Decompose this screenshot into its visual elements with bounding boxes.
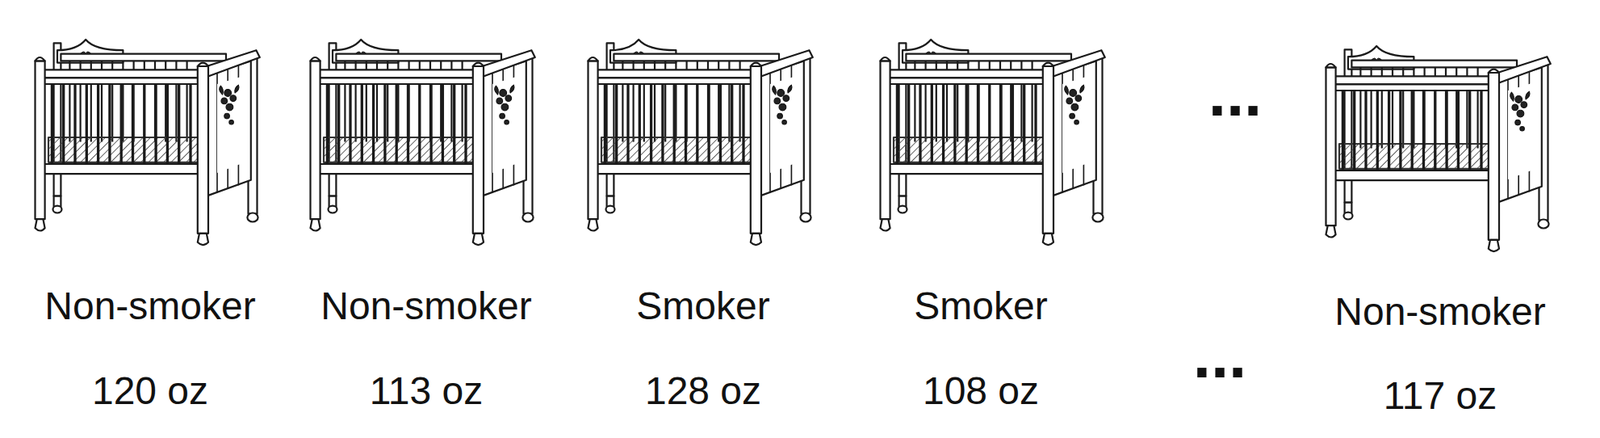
- smoking-status-label: Non-smoker: [44, 284, 256, 328]
- smoking-status-label: Non-smoker: [320, 284, 532, 328]
- smoking-status-label: Non-smoker: [1334, 290, 1546, 334]
- birth-weight-label: 113 oz: [369, 369, 484, 413]
- crib-drawing: [1326, 46, 1551, 252]
- ellipsis-mark: ...: [1208, 61, 1263, 126]
- birth-weight-label: 108 oz: [922, 369, 1039, 413]
- crib-drawing: [35, 39, 260, 245]
- crib-drawing: [880, 39, 1106, 245]
- smoking-status-label: Smoker: [913, 284, 1048, 328]
- birth-weight-label: 120 oz: [92, 369, 209, 413]
- birth-weight-label: 128 oz: [645, 369, 762, 413]
- ellipsis-mark: ...: [1193, 322, 1248, 388]
- crib-drawing: [588, 39, 813, 245]
- smoking-status-label: Smoker: [636, 284, 770, 328]
- birth-weight-label: 117 oz: [1383, 374, 1498, 418]
- crib-drawing: [310, 39, 536, 245]
